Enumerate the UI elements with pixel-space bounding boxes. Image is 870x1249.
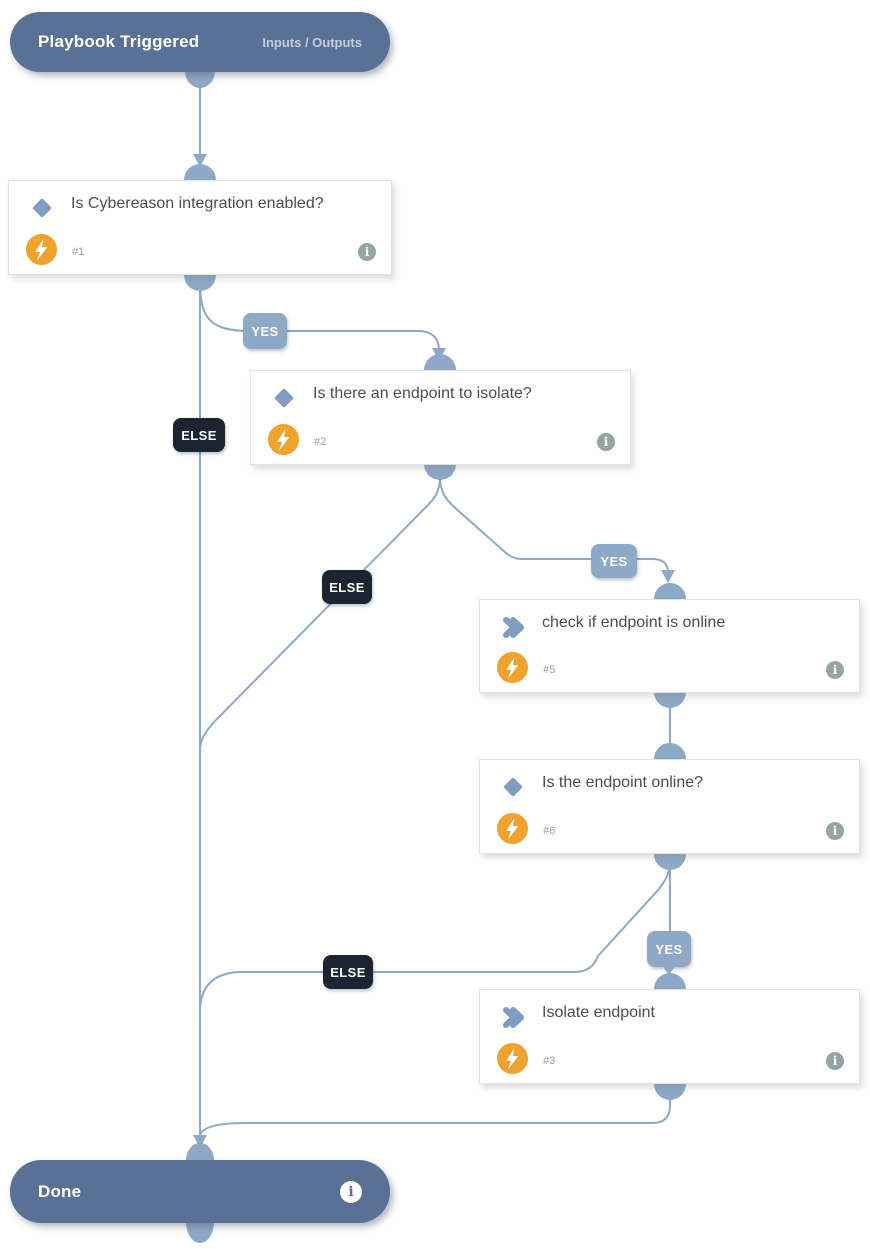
info-icon[interactable]: i xyxy=(358,243,376,261)
node-title: Is the endpoint online? xyxy=(542,774,704,791)
edge-n2-yes xyxy=(637,558,669,572)
edge-label-yes-n6: YES xyxy=(647,931,691,967)
lightning-icon xyxy=(497,813,528,844)
node-id: #1 xyxy=(72,246,85,258)
condition-diamond-icon xyxy=(272,386,296,410)
info-icon[interactable]: i xyxy=(340,1180,362,1203)
connector-port xyxy=(185,71,215,88)
lightning-icon xyxy=(26,234,57,265)
done-title: Done xyxy=(38,1181,82,1201)
connector-port xyxy=(654,743,686,759)
connector-port xyxy=(654,583,686,599)
lightning-icon xyxy=(497,1043,528,1074)
arrowhead xyxy=(661,570,675,583)
edge-label-else-n1: ELSE xyxy=(173,418,225,452)
arrowhead xyxy=(193,154,207,167)
edge-label-else-n6: ELSE xyxy=(323,955,373,989)
node-is-cybereason-integration-enabled[interactable]: Is Cybereason integration enabled? #1 i xyxy=(8,180,392,275)
node-id: #5 xyxy=(543,664,556,676)
done-terminal[interactable]: Done i xyxy=(10,1160,390,1223)
lightning-icon xyxy=(497,652,528,683)
edge-label-yes-n2: YES xyxy=(591,544,637,578)
node-is-the-endpoint-online[interactable]: Is the endpoint online? #6 i xyxy=(479,759,860,854)
node-id: #6 xyxy=(543,825,556,837)
node-id: #3 xyxy=(543,1055,556,1067)
edge-n2-else xyxy=(199,476,441,751)
node-title: Is Cybereason integration enabled? xyxy=(71,195,324,212)
playbook-trigger-header[interactable]: Playbook Triggered Inputs / Outputs xyxy=(10,12,390,72)
connector-port xyxy=(654,973,686,989)
edge-n1-yes xyxy=(287,330,440,350)
node-check-if-endpoint-is-online[interactable]: check if endpoint is online #5 i xyxy=(479,599,860,693)
info-icon[interactable]: i xyxy=(826,1052,844,1070)
edge-n6-else xyxy=(199,859,671,1013)
node-title: Is there an endpoint to isolate? xyxy=(313,385,532,402)
connector-port xyxy=(186,1222,214,1243)
lightning-icon xyxy=(268,424,299,455)
playbook-trigger-title: Playbook Triggered xyxy=(38,32,200,51)
edge-n1-yes xyxy=(199,279,244,332)
edge-n3-to-done xyxy=(199,1086,671,1137)
edge-n2-yes xyxy=(439,476,591,560)
connector-port xyxy=(424,354,456,370)
arrowhead xyxy=(193,1135,207,1148)
condition-diamond-icon xyxy=(501,775,525,799)
node-title: check if endpoint is online xyxy=(542,614,726,631)
node-id: #2 xyxy=(314,436,327,448)
node-title: Isolate endpoint xyxy=(542,1004,655,1021)
inputs-outputs-link[interactable]: Inputs / Outputs xyxy=(262,34,362,50)
task-chevron-icon xyxy=(501,1005,525,1029)
node-is-there-an-endpoint-to-isolate[interactable]: Is there an endpoint to isolate? #2 i xyxy=(250,370,631,465)
connector-port xyxy=(424,464,456,480)
info-icon[interactable]: i xyxy=(826,661,844,679)
edge-label-else-n2: ELSE xyxy=(322,570,372,604)
edge-label-tail xyxy=(662,965,676,975)
info-icon[interactable]: i xyxy=(826,822,844,840)
info-icon[interactable]: i xyxy=(597,433,615,451)
connector-port xyxy=(184,164,216,180)
edge-label-yes-n1: YES xyxy=(243,313,287,349)
connector-port xyxy=(186,1143,214,1160)
task-chevron-icon xyxy=(501,615,525,639)
condition-diamond-icon xyxy=(30,196,54,220)
node-isolate-endpoint[interactable]: Isolate endpoint #3 i xyxy=(479,989,860,1084)
